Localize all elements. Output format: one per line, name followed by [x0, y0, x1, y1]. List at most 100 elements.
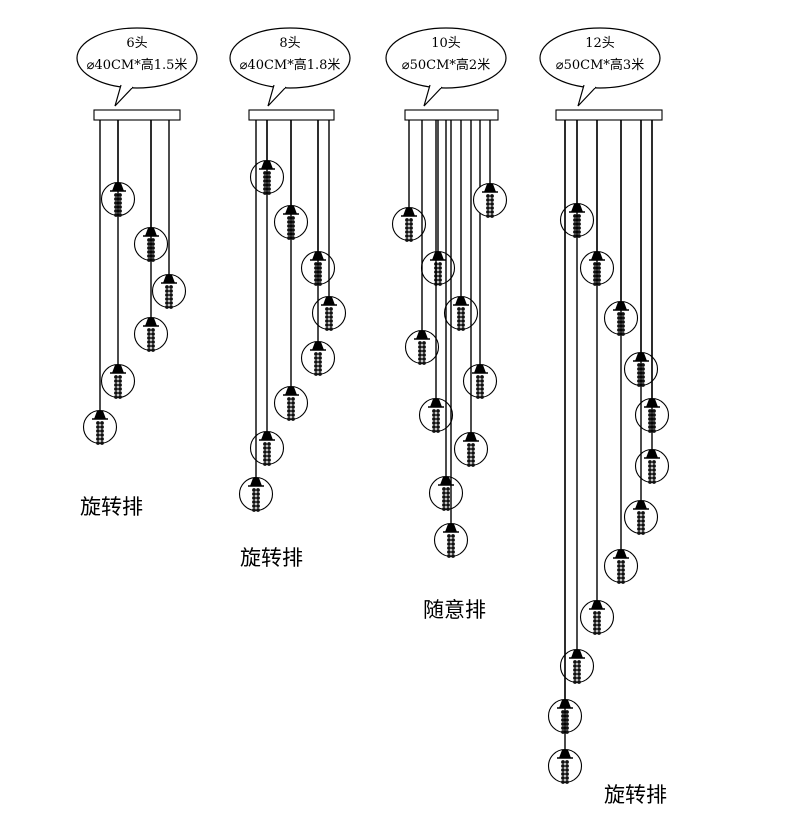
bubble-tail — [423, 84, 443, 107]
crystal-beads — [263, 171, 271, 195]
glass-globe — [273, 385, 309, 421]
crystal-beads — [486, 194, 494, 218]
glass-globe — [547, 748, 583, 784]
pendant-7 — [249, 120, 285, 466]
pendant-10 — [559, 120, 595, 684]
pendant-3 — [151, 120, 187, 309]
socket-cap — [430, 399, 442, 407]
socket-cap — [112, 365, 124, 373]
pendant-4 — [404, 120, 440, 365]
pendant-10 — [472, 120, 508, 218]
socket-cap — [591, 601, 603, 609]
ceiling-canopy — [93, 109, 181, 121]
pendant-7 — [623, 120, 659, 535]
spec-bubble: 8头⌀40CM*高1.8米 — [229, 27, 351, 107]
pendant-1 — [391, 120, 427, 242]
socket-cap — [261, 432, 273, 440]
glass-globe — [428, 475, 464, 511]
socket-cap — [465, 433, 477, 441]
pendant-6 — [82, 120, 118, 445]
socket-cap — [250, 478, 262, 486]
pendant-5 — [300, 120, 336, 376]
fixture-title: 6头 — [126, 36, 147, 51]
crystal-beads — [325, 307, 333, 331]
crystal-beads — [561, 710, 569, 734]
spec-bubble: 12头 ⌀50CM*高3米 — [539, 27, 661, 107]
socket-cap — [94, 411, 106, 419]
crystal-beads — [405, 218, 413, 242]
bubble-outline — [539, 27, 661, 89]
pendant-6 — [634, 120, 670, 484]
socket-cap — [635, 501, 647, 509]
spec-bubble: 6头 ⌀40CM*高1.5米 — [76, 27, 198, 107]
socket-cap — [484, 184, 496, 192]
crystal-beads — [617, 560, 625, 584]
ceiling-canopy — [248, 109, 335, 121]
crystal-beads — [114, 375, 122, 399]
bubble-outline — [229, 27, 351, 89]
crystal-beads — [457, 307, 465, 331]
glass-globe — [100, 363, 136, 399]
caption-fixture-4: 旋转排 — [604, 783, 667, 807]
fixture-spec: ⌀50CM*高3米 — [556, 57, 644, 73]
crystal-beads — [147, 328, 155, 352]
glass-globe — [418, 397, 454, 433]
glass-globe — [559, 648, 595, 684]
socket-cap — [416, 331, 428, 339]
pendant-2 — [420, 120, 456, 286]
socket-cap — [285, 387, 297, 395]
glass-globe — [133, 316, 169, 352]
socket-cap — [145, 318, 157, 326]
crystal-beads — [617, 312, 625, 336]
pendant-9 — [433, 120, 469, 558]
socket-cap — [403, 208, 415, 216]
glass-globe — [433, 522, 469, 558]
pendant-7 — [453, 120, 489, 467]
pendant-5 — [462, 120, 498, 399]
bubble-tail — [577, 84, 597, 107]
socket-cap — [323, 297, 335, 305]
fixture-spec: ⌀50CM*高2米 — [402, 57, 490, 73]
pendant-8 — [238, 120, 274, 512]
crystal-beads — [476, 375, 484, 399]
fixture-1: 6头 ⌀40CM*高1.5米 — [76, 27, 198, 445]
glass-globe — [623, 499, 659, 535]
glass-globe — [472, 182, 508, 218]
pendant-2 — [273, 120, 309, 240]
bubble-outline — [385, 27, 507, 89]
glass-globe — [82, 409, 118, 445]
glass-globe — [311, 295, 347, 331]
pendant-3 — [443, 120, 479, 331]
caption-fixture-1: 旋转排 — [80, 495, 143, 519]
crystal-beads — [593, 611, 601, 635]
glass-globe — [634, 448, 670, 484]
crystal-beads — [165, 285, 173, 309]
bubble-tail — [114, 84, 134, 107]
fixture-spec: ⌀40CM*高1.5米 — [87, 57, 188, 73]
crystal-beads — [573, 214, 581, 238]
crystal-beads — [637, 511, 645, 535]
socket-cap — [646, 450, 658, 458]
glass-globe — [453, 431, 489, 467]
crystal-beads — [637, 363, 645, 387]
pendant-9 — [579, 120, 615, 635]
pendant-6 — [418, 120, 454, 433]
caption-fixture-3: 随意排 — [423, 598, 486, 622]
fixture-2: 8头⌀40CM*高1.8米 — [229, 27, 351, 512]
socket-cap — [455, 297, 467, 305]
crystal-beads — [573, 660, 581, 684]
pendant-4 — [311, 120, 347, 331]
fixture-3: 10头⌀50CM*高2米 — [385, 27, 508, 558]
ceiling-canopy — [555, 109, 663, 121]
glass-globe — [151, 273, 187, 309]
glass-globe — [603, 548, 639, 584]
crystal-beads — [314, 352, 322, 376]
crystal-beads — [648, 409, 656, 433]
spec-bubble: 10头⌀50CM*高2米 — [385, 27, 507, 107]
fixture-title: 8头 — [279, 36, 300, 51]
fixture-title: 12头 — [585, 36, 615, 51]
crystal-beads — [96, 421, 104, 445]
glass-globe — [238, 476, 274, 512]
bubble-tail — [267, 84, 287, 107]
